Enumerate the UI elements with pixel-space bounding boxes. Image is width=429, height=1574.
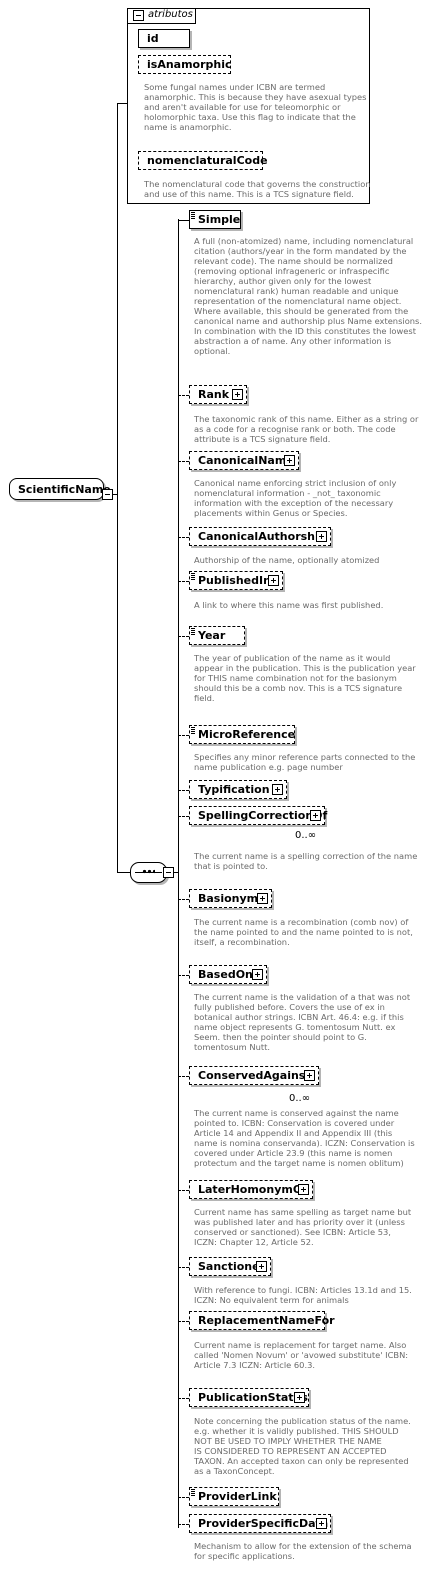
connector-seq-horizontal	[117, 872, 130, 873]
expand-icon[interactable]	[256, 1261, 267, 1272]
expand-icon[interactable]	[252, 969, 263, 980]
expand-icon[interactable]	[257, 893, 268, 904]
connector-ProviderSpecificData	[178, 1524, 189, 1525]
connector-BasedOn	[178, 975, 189, 976]
connector-SpellingCorrectionOf	[178, 816, 189, 817]
description-Basionym: The current name is a recombination (com…	[194, 917, 413, 947]
simple-type-icon	[191, 628, 195, 636]
connector-ProviderLink	[178, 1497, 189, 1498]
simple-type-icon	[191, 1489, 195, 1497]
description-CanonicalAuthorship: Authorship of the name, optionally atomi…	[194, 555, 380, 565]
expand-icon[interactable]	[316, 1518, 327, 1529]
attr-isAnamorphic[interactable]: isAnamorphic	[138, 55, 232, 74]
connector-CanonicalAuthorship	[178, 537, 189, 538]
element-ReplacementNameFor[interactable]: ReplacementNameFor	[189, 1311, 335, 1330]
attr-isAnamorphic-desc: Some fungal names under ICBN are termed …	[144, 82, 367, 132]
element-Basionym[interactable]: Basionym	[189, 889, 272, 908]
element-Simple[interactable]: Simple	[189, 210, 241, 229]
description-CanonicalName: Canonical name enforcing strict inclusio…	[194, 478, 397, 518]
connector-attr-vertical	[117, 103, 118, 494]
description-Year: The year of publication of the name as i…	[194, 653, 416, 703]
connector-Typification	[178, 790, 189, 791]
expand-icon[interactable]	[310, 810, 321, 821]
connector-Simple	[178, 220, 189, 221]
sequence-branch-stub	[174, 872, 179, 873]
expand-icon[interactable]	[294, 1392, 305, 1403]
expand-icon[interactable]	[272, 784, 283, 795]
expand-icon[interactable]	[268, 575, 279, 586]
description-Rank: The taxonomic rank of this name. Either …	[194, 414, 419, 444]
element-SpellingCorrectionOf[interactable]: SpellingCorrectionOf	[189, 806, 327, 825]
element-Typification[interactable]: Typification	[189, 780, 287, 799]
connector-Rank	[178, 395, 189, 396]
description-Simple: A full (non-atomized) name, including no…	[194, 236, 422, 356]
element-ProviderSpecificData[interactable]: ProviderSpecificData	[189, 1514, 331, 1533]
element-MicroReference[interactable]: MicroReference	[189, 725, 295, 744]
element-CanonicalName[interactable]: CanonicalName	[189, 451, 299, 470]
connector-CanonicalName	[178, 461, 189, 462]
element-Sanctioned[interactable]: Sanctioned	[189, 1257, 271, 1276]
description-LaterHomonymOf: Current name has same spelling as target…	[194, 1207, 412, 1247]
attributes-title: atributos	[148, 9, 193, 20]
description-ReplacementNameFor: Current name is replacement for target n…	[194, 1340, 409, 1370]
description-MicroReference: Specifies any minor reference parts conn…	[194, 752, 416, 772]
element-LaterHomonymOf[interactable]: LaterHomonymOf	[189, 1180, 313, 1199]
element-CanonicalAuthorship[interactable]: CanonicalAuthorship	[189, 527, 331, 546]
sequence-collapse-icon[interactable]	[163, 867, 174, 878]
description-PublishedIn: A link to where this name was first publ…	[194, 600, 384, 610]
connector-ConservedAgainst	[178, 1076, 189, 1077]
connector-Basionym	[178, 899, 189, 900]
element-PublicationStatus[interactable]: PublicationStatus	[189, 1388, 309, 1407]
attributes-header	[127, 8, 196, 24]
simple-type-icon	[191, 573, 195, 581]
element-ProviderLink[interactable]: ProviderLink	[189, 1487, 279, 1506]
expand-icon[interactable]	[298, 1184, 309, 1195]
element-BasedOn[interactable]: BasedOn	[189, 965, 267, 984]
description-Sanctioned: With reference to fungi. ICBN: Articles …	[194, 1285, 412, 1305]
expand-icon[interactable]	[316, 531, 327, 542]
expand-icon[interactable]	[304, 1070, 315, 1081]
element-PublishedIn[interactable]: PublishedIn	[189, 571, 283, 590]
cardinality-label: 0..∞	[295, 830, 317, 841]
connector-PublishedIn	[178, 581, 189, 582]
connector-root	[110, 494, 118, 495]
root-scientificname[interactable]: ScientificName	[9, 478, 111, 500]
root-collapse-icon[interactable]	[102, 489, 113, 500]
description-BasedOn: The current name is the validation of a …	[194, 992, 411, 1052]
connector-MicroReference	[178, 735, 189, 736]
expand-icon[interactable]	[232, 389, 243, 400]
connector-Sanctioned	[178, 1267, 189, 1268]
expand-icon[interactable]	[284, 455, 295, 466]
sequence-branch-vertical	[178, 219, 179, 1528]
description-ConservedAgainst: The current name is conserved against th…	[194, 1108, 415, 1168]
description-ProviderSpecificData: Mechanism to allow for the extension of …	[194, 1541, 412, 1561]
element-ConservedAgainst[interactable]: ConservedAgainst	[189, 1066, 319, 1085]
cardinality-label: 0..∞	[289, 1093, 311, 1104]
simple-type-icon	[191, 212, 195, 220]
simple-type-icon	[191, 727, 195, 735]
element-Year[interactable]: Year	[189, 626, 245, 645]
connector-LaterHomonymOf	[178, 1190, 189, 1191]
attr-nomenclaturalCode-desc: The nomenclatural code that governs the …	[144, 179, 371, 199]
description-SpellingCorrectionOf: The current name is a spelling correctio…	[194, 851, 418, 871]
attr-id[interactable]: id	[138, 29, 190, 48]
connector-ReplacementNameFor	[178, 1321, 189, 1322]
connector-PublicationStatus	[178, 1398, 189, 1399]
attributes-group	[127, 8, 370, 204]
attributes-collapse-icon[interactable]	[133, 10, 144, 21]
connector-attr-horizontal	[117, 103, 128, 104]
description-PublicationStatus: Note concerning the publication status o…	[194, 1416, 411, 1476]
attr-nomenclaturalCode[interactable]: nomenclaturalCode	[138, 151, 268, 170]
connector-seq-vertical	[117, 494, 118, 872]
sequence-dots	[142, 869, 155, 874]
connector-Year	[178, 636, 189, 637]
